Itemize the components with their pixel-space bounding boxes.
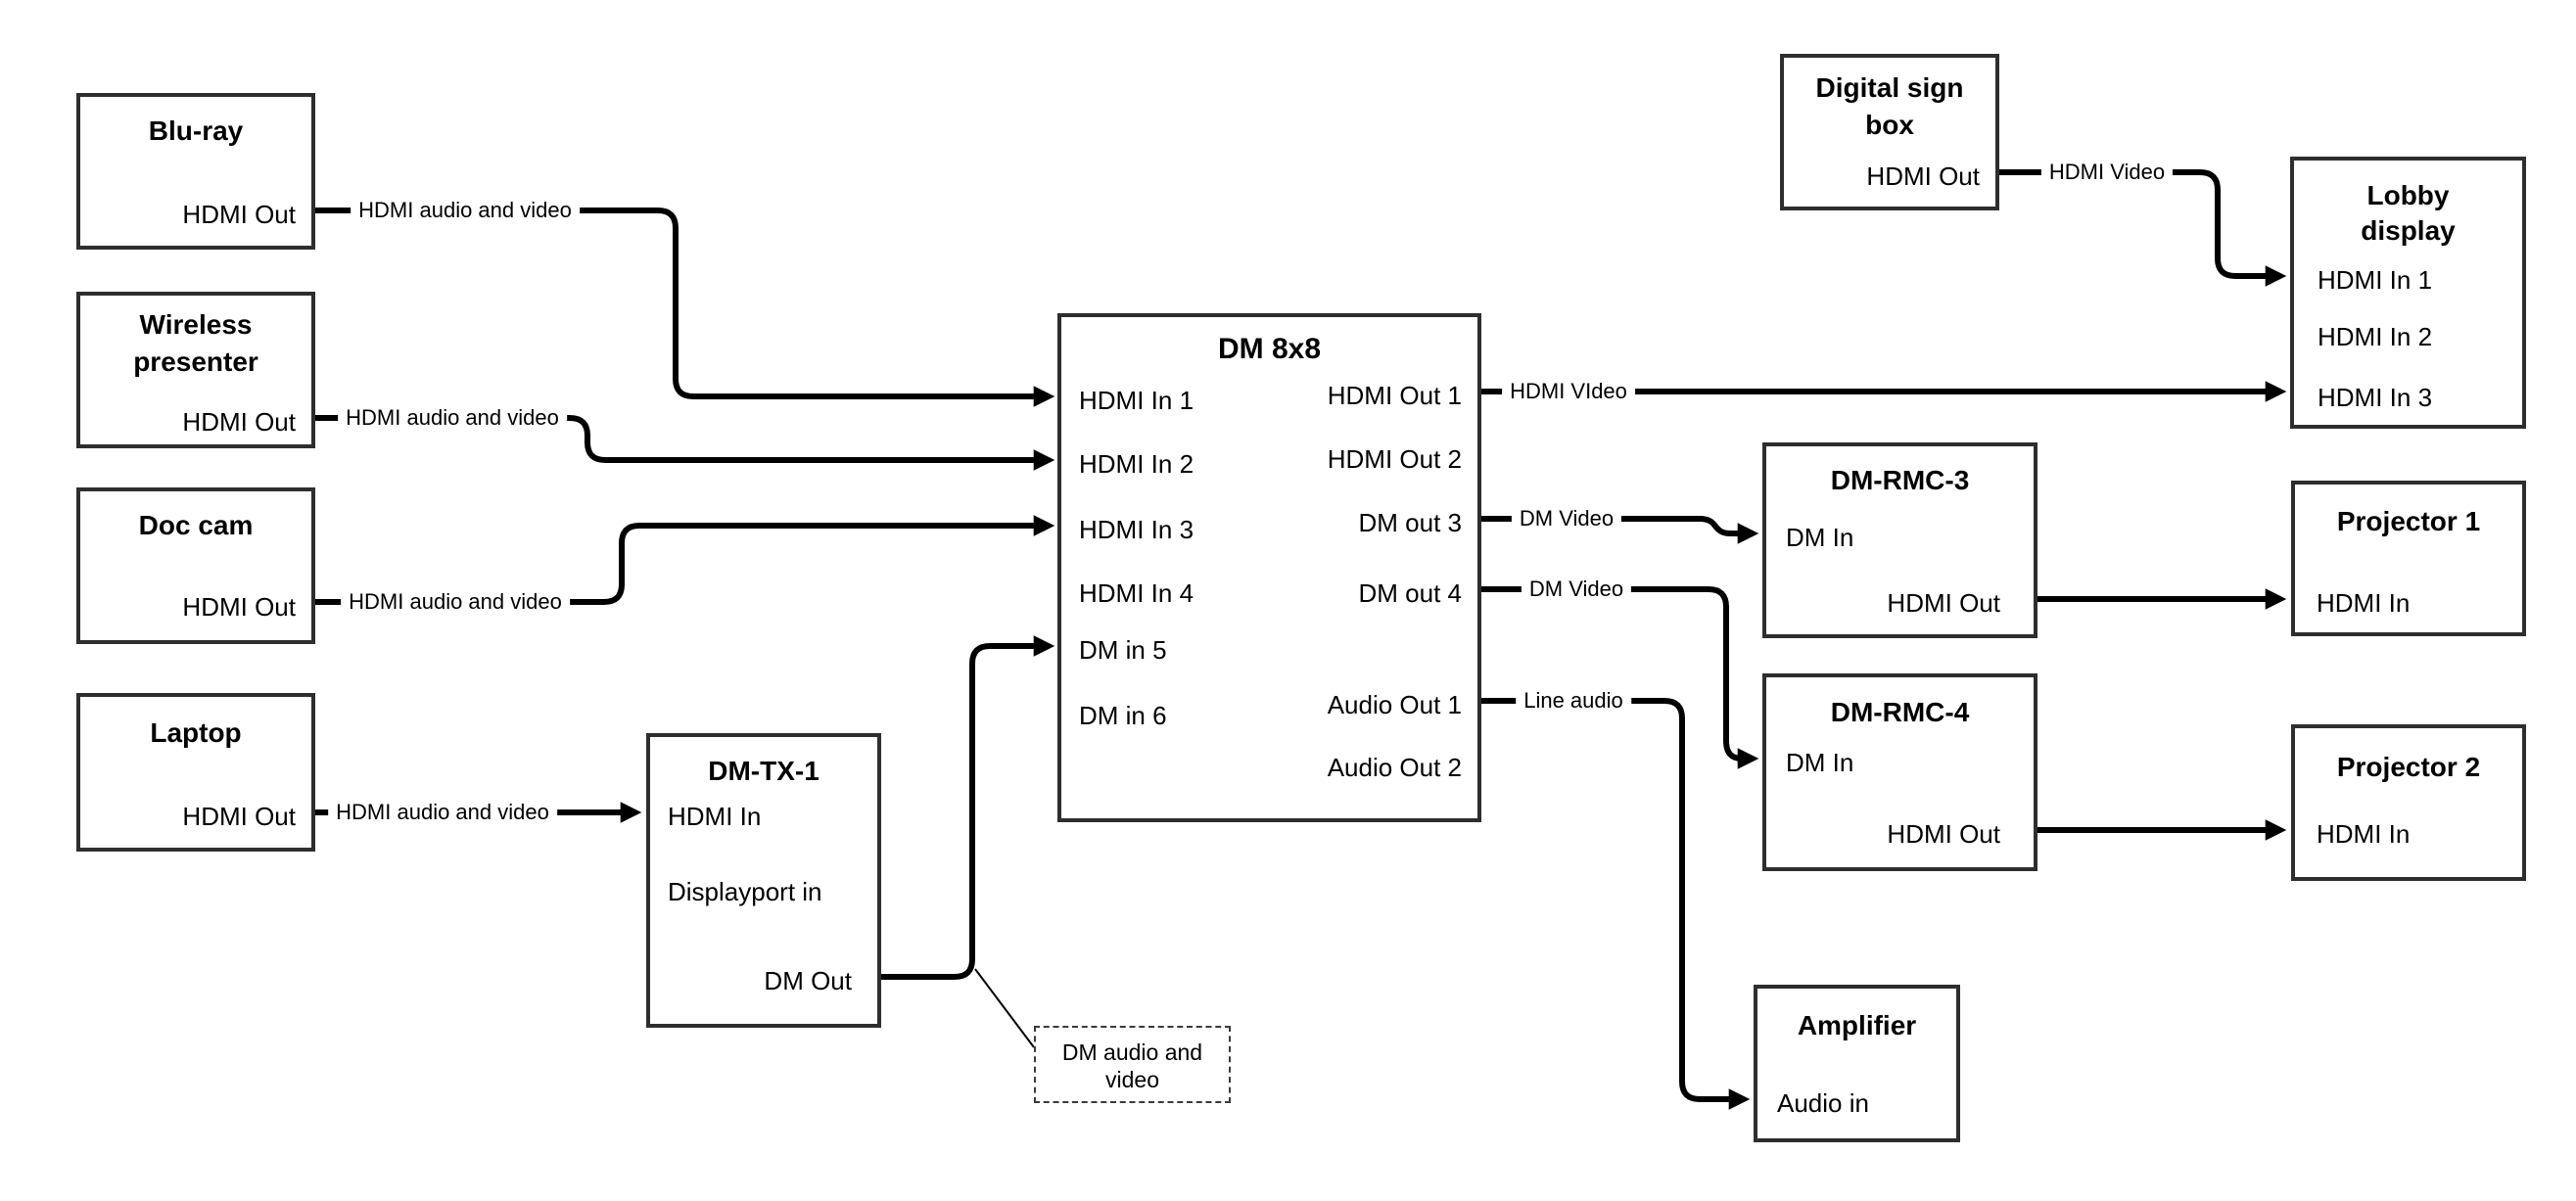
node-title: Projector 2 bbox=[2336, 752, 2481, 782]
node-title: Digital sign box bbox=[1815, 72, 1964, 140]
node-dm-rmc-4: DM-RMC-4 DM In HDMI Out bbox=[1762, 673, 2037, 871]
node-dm-8x8: DM 8x8 HDMI In 1 HDMI In 2 HDMI In 3 HDM… bbox=[1057, 313, 1481, 822]
wire-dmtx1-to-dm-in-5 bbox=[881, 635, 1055, 980]
wire-digitalsign-to-lobby-in1 bbox=[1999, 169, 2287, 287]
node-bluray: Blu-ray HDMI Out bbox=[76, 93, 315, 250]
port-hdmi-out-2: HDMI Out 2 bbox=[1327, 444, 1462, 474]
port-hdmi-out: HDMI Out bbox=[1866, 162, 1980, 191]
node-projector-2: Projector 2 HDMI In bbox=[2291, 724, 2526, 881]
node-laptop: Laptop HDMI Out bbox=[76, 693, 315, 852]
port-hdmi-out: HDMI Out bbox=[182, 200, 296, 229]
node-title: Wireless presenter bbox=[133, 309, 258, 377]
wire-dm-out4-to-rmc4 bbox=[1481, 586, 1759, 769]
port-hdmi-out: HDMI Out bbox=[182, 802, 296, 831]
port-hdmi-in: HDMI In bbox=[2317, 588, 2411, 618]
port-hdmi-in-2: HDMI In 2 bbox=[1079, 449, 1194, 479]
node-title: DM-RMC-4 bbox=[1830, 697, 1970, 727]
port-audio-in: Audio in bbox=[1777, 1088, 1869, 1118]
node-title: Amplifier bbox=[1797, 1010, 1917, 1040]
node-doc-cam: Doc cam HDMI Out bbox=[76, 487, 315, 644]
wire-bluray-to-hdmi-in-1 bbox=[315, 208, 1055, 407]
port-hdmi-in-1: HDMI In 1 bbox=[2318, 265, 2433, 295]
edge-label-laptop: HDMI audio and video bbox=[328, 799, 557, 826]
port-hdmi-in-3: HDMI In 3 bbox=[2318, 383, 2433, 412]
wire-audio-out1-to-amplifier bbox=[1481, 698, 1751, 1110]
node-amplifier: Amplifier Audio in bbox=[1754, 985, 1960, 1142]
port-hdmi-out-1: HDMI Out 1 bbox=[1327, 381, 1462, 410]
node-digital-sign-box: Digital sign box HDMI Out bbox=[1780, 54, 1999, 210]
port-hdmi-out: HDMI Out bbox=[1887, 588, 2000, 618]
port-audio-out-2: Audio Out 2 bbox=[1327, 753, 1462, 782]
wire-wireless-to-hdmi-in-2 bbox=[315, 415, 1055, 471]
node-title: Lobby display bbox=[2361, 180, 2456, 246]
port-dm-out-4: DM out 4 bbox=[1358, 578, 1463, 608]
node-title: Laptop bbox=[150, 717, 242, 748]
wire-doccam-to-hdmi-in-3 bbox=[315, 515, 1055, 605]
wire-dm-out3-to-rmc3 bbox=[1481, 516, 1759, 544]
edge-label-hdmi-out1: HDMI VIdeo bbox=[1502, 378, 1635, 405]
port-hdmi-in-4: HDMI In 4 bbox=[1079, 578, 1194, 608]
edge-label-doccam: HDMI audio and video bbox=[341, 588, 570, 616]
port-displayport-in: Displayport in bbox=[668, 877, 822, 906]
port-hdmi-in-3: HDMI In 3 bbox=[1079, 515, 1194, 544]
edge-label-dm-out4: DM Video bbox=[1521, 576, 1632, 603]
port-dm-out-3: DM out 3 bbox=[1358, 508, 1463, 537]
port-dm-in-5: DM in 5 bbox=[1079, 635, 1167, 665]
node-title: Projector 1 bbox=[2336, 506, 2481, 536]
node-wireless-presenter: Wireless presenter HDMI Out bbox=[76, 292, 315, 448]
node-projector-1: Projector 1 HDMI In bbox=[2291, 481, 2526, 636]
node-title: Doc cam bbox=[138, 510, 254, 540]
node-dm-tx-1: DM-TX-1 HDMI In Displayport in DM Out bbox=[646, 733, 881, 1028]
port-audio-out-1: Audio Out 1 bbox=[1327, 690, 1462, 719]
node-title: DM 8x8 bbox=[1217, 333, 1322, 365]
port-hdmi-in: HDMI In bbox=[668, 802, 762, 831]
edge-label-bluray: HDMI audio and video bbox=[351, 197, 580, 224]
node-title: DM-RMC-3 bbox=[1830, 465, 1970, 495]
node-dm-rmc-3: DM-RMC-3 DM In HDMI Out bbox=[1762, 442, 2037, 638]
edge-label-audio-out1: Line audio bbox=[1516, 687, 1631, 715]
port-hdmi-out: HDMI Out bbox=[1887, 819, 2000, 849]
edge-label-wireless: HDMI audio and video bbox=[338, 404, 567, 432]
node-title: Blu-ray bbox=[148, 115, 244, 146]
edge-label-digitalsign: HDMI Video bbox=[2040, 159, 2174, 186]
note-dm-audio-and-video: DM audio and video bbox=[1034, 1026, 1231, 1103]
port-hdmi-out: HDMI Out bbox=[182, 407, 296, 437]
note-callout-line bbox=[974, 968, 1035, 1048]
port-hdmi-out: HDMI Out bbox=[182, 592, 296, 622]
port-dm-in: DM In bbox=[1786, 748, 1854, 777]
port-dm-out: DM Out bbox=[764, 966, 852, 995]
port-hdmi-in-2: HDMI In 2 bbox=[2318, 322, 2433, 351]
node-title: DM-TX-1 bbox=[708, 756, 820, 786]
edge-label-dm-out3: DM Video bbox=[1511, 505, 1622, 532]
port-hdmi-in: HDMI In bbox=[2317, 819, 2411, 849]
port-dm-in-6: DM in 6 bbox=[1079, 701, 1167, 730]
port-dm-in: DM In bbox=[1786, 523, 1854, 552]
port-hdmi-in-1: HDMI In 1 bbox=[1079, 386, 1194, 415]
node-lobby-display: Lobby display HDMI In 1 HDMI In 2 HDMI I… bbox=[2290, 157, 2526, 429]
